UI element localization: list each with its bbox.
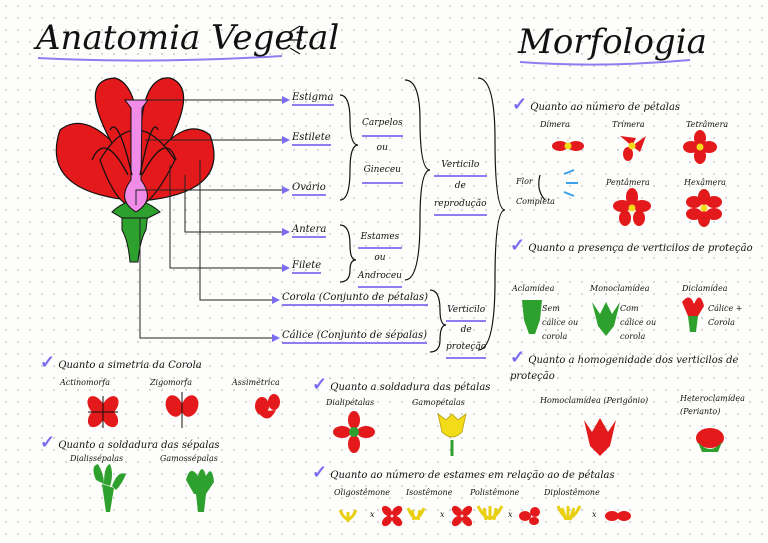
check-icon: ✓ <box>510 235 526 256</box>
check-icon: ✓ <box>312 462 328 483</box>
petals-hexamera: Hexâmera <box>684 178 726 187</box>
check-icon: ✓ <box>312 374 328 395</box>
petal-fusion-gamopetalas: Gamopétalas <box>412 398 465 407</box>
symmetry-actinomorfa: Actinomorfa <box>60 378 110 387</box>
sepals-gamossepalas: Gamossépalas <box>160 454 218 463</box>
symmetry-heading: ✓ Quanto a simetria da Corola <box>40 352 202 373</box>
flor-completa: Flor Completa <box>516 177 555 206</box>
petal-fusion-dialipetalas: Dialipétalas <box>326 398 375 407</box>
homogeneity-heading: ✓ Quanto a homogenidade dos verticilos d… <box>510 347 739 383</box>
petals-pentamera: Pentâmera <box>606 178 650 187</box>
gamopetala-flower <box>437 413 467 456</box>
group-verticilo-reproducao: Verticilo de reprodução <box>434 156 487 216</box>
check-icon: ✓ <box>40 352 56 373</box>
dialissepala-plant <box>93 464 126 512</box>
sepals-dialissepalas: Dialissépalas <box>70 454 124 463</box>
sepals-heading: ✓ Quanto a soldadura das sépalas <box>40 432 220 453</box>
protection-diclamidea: Diclamídea <box>682 284 728 293</box>
group-carpelos: Carpelos ou Gineceu <box>362 112 403 184</box>
protection-caption-1: Com cálice ou corola <box>620 304 657 341</box>
petals-trimera: Trímera <box>612 120 645 129</box>
petals-tetramera: Tetrâmera <box>686 120 729 129</box>
protection-aclamidea: Aclamídea <box>512 284 555 293</box>
trimera-flower <box>620 136 646 161</box>
zigomorfa-flower <box>165 392 199 428</box>
protection-caption-2: Cálice + Corola <box>708 304 743 327</box>
protection-heading: ✓ Quanto a presença de verticilos de pro… <box>510 235 753 256</box>
stem <box>121 210 149 263</box>
aclamidea-plant <box>522 300 542 334</box>
group-estames: Estames ou Androceu <box>358 228 402 288</box>
homogeneity-homo: Homoclamídea (Perigônio) <box>540 396 649 405</box>
dimera-flower <box>552 141 584 151</box>
label-antera: Antera <box>292 224 327 238</box>
title-morfologia: Morfologia <box>518 22 707 62</box>
stamens-sep-2: x <box>440 510 445 519</box>
stamens-sep-4: x <box>592 510 597 519</box>
heteroclamidea-plant <box>696 428 724 452</box>
stamens-heading: ✓ Quanto ao número de estames em relação… <box>312 462 615 483</box>
homoclamidea-plant <box>584 418 616 456</box>
protection-monoclamidea: Monoclamídea <box>590 284 650 293</box>
stamens-row <box>338 505 631 527</box>
title-anatomia: Anatomia Vegetal <box>36 18 340 58</box>
symmetry-assimetrica: Assimétrica <box>232 378 280 387</box>
symmetry-zigomorfa: Zigomorfa <box>150 378 193 387</box>
dialipetala-flower <box>333 411 375 453</box>
group-verticilo-protecao: Verticilo de proteção <box>446 302 487 359</box>
petals-count-heading: ✓ Quanto ao número de pétalas <box>512 94 681 115</box>
stamens-sep-3: x <box>508 510 513 519</box>
label-corola: Corola (Conjunto de pétalas) <box>282 292 429 306</box>
petal-right <box>149 128 215 201</box>
stamens-diplostemone: Diplostêmone <box>544 488 600 497</box>
pentamera-flower <box>613 188 651 226</box>
stamens-isostemone: Isostêmone <box>406 488 453 497</box>
homogeneity-hetero: Heteroclamídea (Perianto) <box>680 394 745 416</box>
monoclamidea-plant <box>592 302 620 336</box>
diclamidea-plant <box>682 297 704 332</box>
petal-fusion-heading: ✓ Quanto a soldadura das pétalas <box>312 374 491 395</box>
gamossepala-plant <box>186 469 214 512</box>
protection-caption-0: Sem cálice ou corola <box>542 304 579 341</box>
stamens-oligostemone: Oligostêmone <box>334 488 390 497</box>
hexamera-flower <box>686 189 722 227</box>
assimetrica-flower <box>255 394 280 419</box>
label-filete: Filete <box>292 260 322 274</box>
petals-dimera: Dímera <box>540 120 570 129</box>
stamens-sep-1: x <box>370 510 375 519</box>
label-ovario: Ovário <box>292 182 326 196</box>
stamens-polistemone: Polistêmone <box>470 488 520 497</box>
pistil <box>124 99 149 213</box>
check-icon: ✓ <box>40 432 56 453</box>
check-icon: ✓ <box>510 347 526 368</box>
actinomorfa-flower <box>87 396 119 428</box>
label-estilete: Estilete <box>292 132 331 146</box>
check-icon: ✓ <box>512 94 528 115</box>
label-calice: Cálice (Conjunto de sépalas) <box>282 330 428 344</box>
label-estigma: Estigma <box>292 92 334 106</box>
tetramera-flower <box>683 130 717 164</box>
